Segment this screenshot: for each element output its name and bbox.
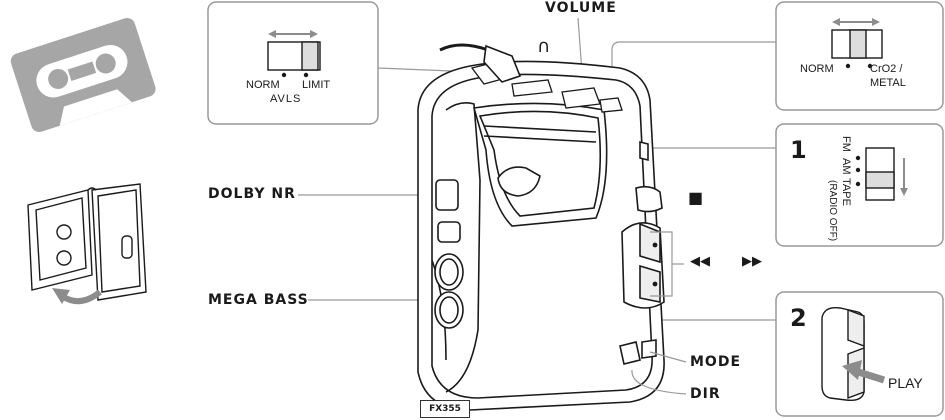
tape-type-switch-icon — [831, 18, 883, 69]
volume-label: VOLUME — [545, 0, 617, 16]
cassette-icon — [10, 18, 156, 133]
tape-norm-label: NORM — [800, 63, 834, 75]
dolby-nr-label: DOLBY NR — [208, 186, 296, 202]
band-radio-off-label: (RADIO OFF) — [827, 180, 838, 242]
band-tape-label: TAPE — [840, 178, 852, 206]
fast-forward-icon: ▶▶ — [742, 254, 762, 269]
avls-limit-label: LIMIT — [302, 79, 331, 91]
transport-leader-lines — [631, 231, 687, 395]
tape-cro2-label: CrO2 / — [870, 63, 903, 75]
model-number: FX355 — [420, 400, 470, 418]
rewind-icon: ◀◀ — [690, 254, 710, 269]
band-fm-label: FM — [840, 136, 852, 152]
front-buttons — [434, 179, 464, 329]
tape-metal-label: METAL — [870, 77, 906, 89]
side-transport-keys — [619, 140, 665, 365]
band-am-label: AM — [840, 158, 852, 175]
mega-bass-label: MEGA BASS — [208, 292, 309, 308]
avls-switch-icon — [267, 30, 321, 78]
stop-icon: ■ — [688, 188, 704, 207]
play-label: PLAY — [888, 375, 923, 391]
play-arrow-head — [842, 360, 862, 380]
headphone-plug-icon — [439, 43, 522, 83]
step-1-number: 1 — [790, 136, 807, 164]
play-key-illustration — [821, 307, 865, 402]
avls-label: AVLS — [270, 93, 302, 105]
band-switch-icon — [855, 147, 908, 201]
mode-label: MODE — [690, 354, 742, 370]
dir-label: DIR — [690, 386, 721, 402]
rotate-arrow-head — [52, 288, 70, 304]
step-2-number: 2 — [790, 304, 807, 332]
open-deck-illustration — [27, 183, 147, 301]
avls-norm-label: NORM — [246, 79, 280, 91]
headphone-icon: ∩ — [537, 36, 551, 57]
walkman-body — [417, 60, 665, 411]
